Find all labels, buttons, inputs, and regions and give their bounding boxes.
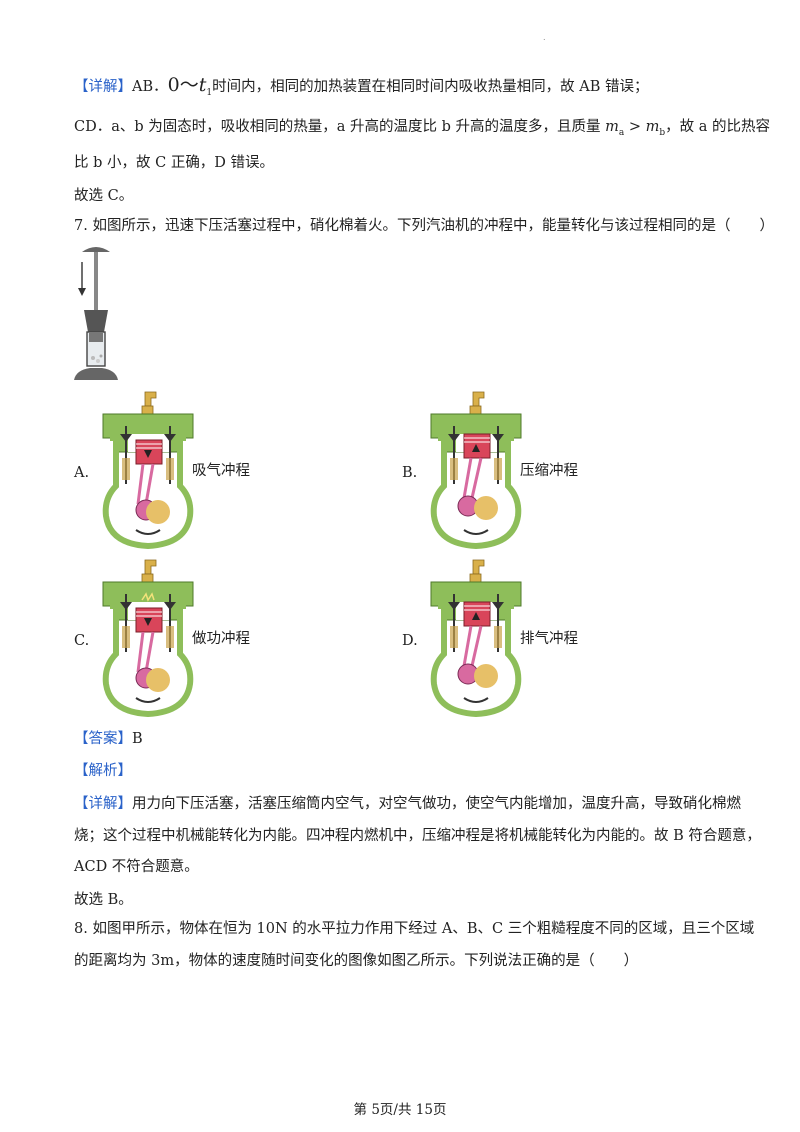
answer-value: B — [132, 731, 143, 747]
option-c-letter: C. — [74, 633, 90, 649]
top-dot: . — [543, 33, 546, 42]
q8-stem-line-1: 8. 如图甲所示，物体在恒为 10N 的水平拉力作用下经过 A、B、C 三个粗糙… — [74, 921, 755, 937]
q8-stem-line-2: 的距离均为 3m，物体的速度随时间变化的图像如图乙所示。下列说法正确的是（ ） — [74, 953, 639, 969]
detail-line-1: 【详解】AB．0～t1时间内，相同的加热装置在相同时间内吸收热量相同，故 AB … — [74, 74, 649, 98]
answer-tag: 【答案】 — [74, 731, 132, 747]
q7-detail-line-1: 【详解】用力向下压活塞，活塞压缩筒内空气，对空气做功，使空气内能增加，温度升高，… — [74, 796, 741, 812]
q7-detail-line-3: ACD 不符合题意。 — [74, 859, 199, 875]
option-d-letter: D. — [402, 633, 418, 649]
option-d-label: 排气冲程 — [520, 631, 578, 647]
fire-piston-figure — [74, 247, 118, 380]
option-a-letter: A. — [74, 465, 90, 481]
engine-figure-b — [430, 391, 522, 550]
detail-line-3: 比 b 小，故 C 正确，D 错误。 — [74, 155, 275, 171]
option-a-label: 吸气冲程 — [192, 463, 250, 479]
q7-stem: 7. 如图所示，迅速下压活塞过程中，硝化棉着火。下列汽油机的冲程中，能量转化与该… — [74, 218, 774, 234]
engine-figure-d — [430, 559, 522, 718]
detail-tag: 【详解】 — [74, 79, 132, 95]
detail-conclusion: 故选 C。 — [74, 188, 134, 204]
q7-answer: 【答案】B — [74, 729, 143, 749]
page-footer: 第 5页/共 15页 — [353, 1102, 447, 1118]
q7-detail-line-2: 烧；这个过程中机械能转化为内能。四冲程内燃机中，压缩冲程是将机械能转化为内能的。… — [74, 828, 761, 844]
option-b-label: 压缩冲程 — [520, 463, 578, 479]
option-c-label: 做功冲程 — [192, 631, 250, 647]
detail-line-2: CD．a、b 为固态时，吸收相同的热量，a 升高的温度比 b 升高的温度多，且质… — [74, 119, 771, 138]
q7-detail-tag: 【详解】 — [74, 796, 132, 812]
analysis-tag: 【解析】 — [74, 763, 132, 779]
q7-conclusion: 故选 B。 — [74, 892, 133, 908]
engine-figure-a — [102, 391, 194, 550]
option-b-letter: B. — [402, 465, 418, 481]
engine-figure-c — [102, 559, 194, 718]
